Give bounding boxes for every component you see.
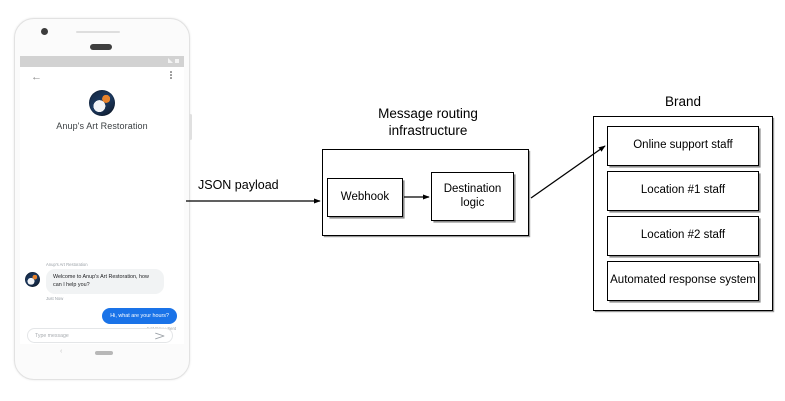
webhook-box[interactable]: Webhook	[327, 178, 403, 217]
phone-mockup: ← Anup's Art Restoration Anup's Art Rest…	[14, 18, 192, 380]
avatar	[89, 90, 115, 116]
chat-thread: Anup's Art Restoration Welcome to Anup's…	[20, 262, 184, 331]
nav-back-icon[interactable]: ‹	[60, 348, 63, 355]
json-payload-label: JSON payload	[198, 178, 279, 192]
phone-sensor-strip	[76, 31, 120, 33]
message-composer[interactable]: Type message	[27, 328, 173, 343]
message-timestamp-incoming: Just Now	[46, 295, 64, 301]
message-incoming: Welcome to Anup's Art Restoration, how c…	[20, 269, 184, 294]
message-sender-label: Anup's Art Restoration	[46, 262, 88, 267]
message-bubble-incoming: Welcome to Anup's Art Restoration, how c…	[46, 269, 164, 294]
phone-screen: ← Anup's Art Restoration Anup's Art Rest…	[20, 56, 184, 344]
message-avatar	[25, 272, 40, 287]
brand-title: Brand	[664, 94, 702, 109]
message-bubble-outgoing: Hi, what are your hours?	[102, 307, 177, 325]
automated-response-system-box[interactable]: Automated response system	[607, 261, 759, 301]
destination-logic-box[interactable]: Destination logic	[431, 172, 514, 221]
phone-nav-bar: ‹	[20, 344, 184, 361]
status-bar	[20, 56, 184, 67]
brand-header: Anup's Art Restoration	[20, 89, 184, 131]
location-2-staff-box[interactable]: Location #2 staff	[607, 216, 759, 256]
nav-home-pill-icon[interactable]	[95, 351, 113, 355]
status-bar-icons	[168, 58, 179, 63]
battery-icon	[175, 59, 179, 63]
phone-power-button[interactable]	[189, 114, 192, 140]
routing-infrastructure-title: Message routing infrastructure	[378, 106, 478, 139]
app-bar: ←	[20, 67, 184, 89]
phone-earpiece	[90, 44, 112, 50]
send-icon[interactable]	[155, 327, 165, 345]
back-arrow-icon[interactable]: ←	[31, 71, 42, 83]
overflow-menu-icon[interactable]	[170, 71, 172, 79]
message-input[interactable]: Type message	[35, 332, 69, 339]
page-title: Anup's Art Restoration	[56, 121, 148, 131]
front-camera-icon	[41, 28, 48, 35]
online-support-staff-box[interactable]: Online support staff	[607, 126, 759, 166]
signal-bars-icon	[168, 58, 173, 63]
message-outgoing: Hi, what are your hours?	[20, 307, 184, 325]
location-1-staff-box[interactable]: Location #1 staff	[607, 171, 759, 211]
